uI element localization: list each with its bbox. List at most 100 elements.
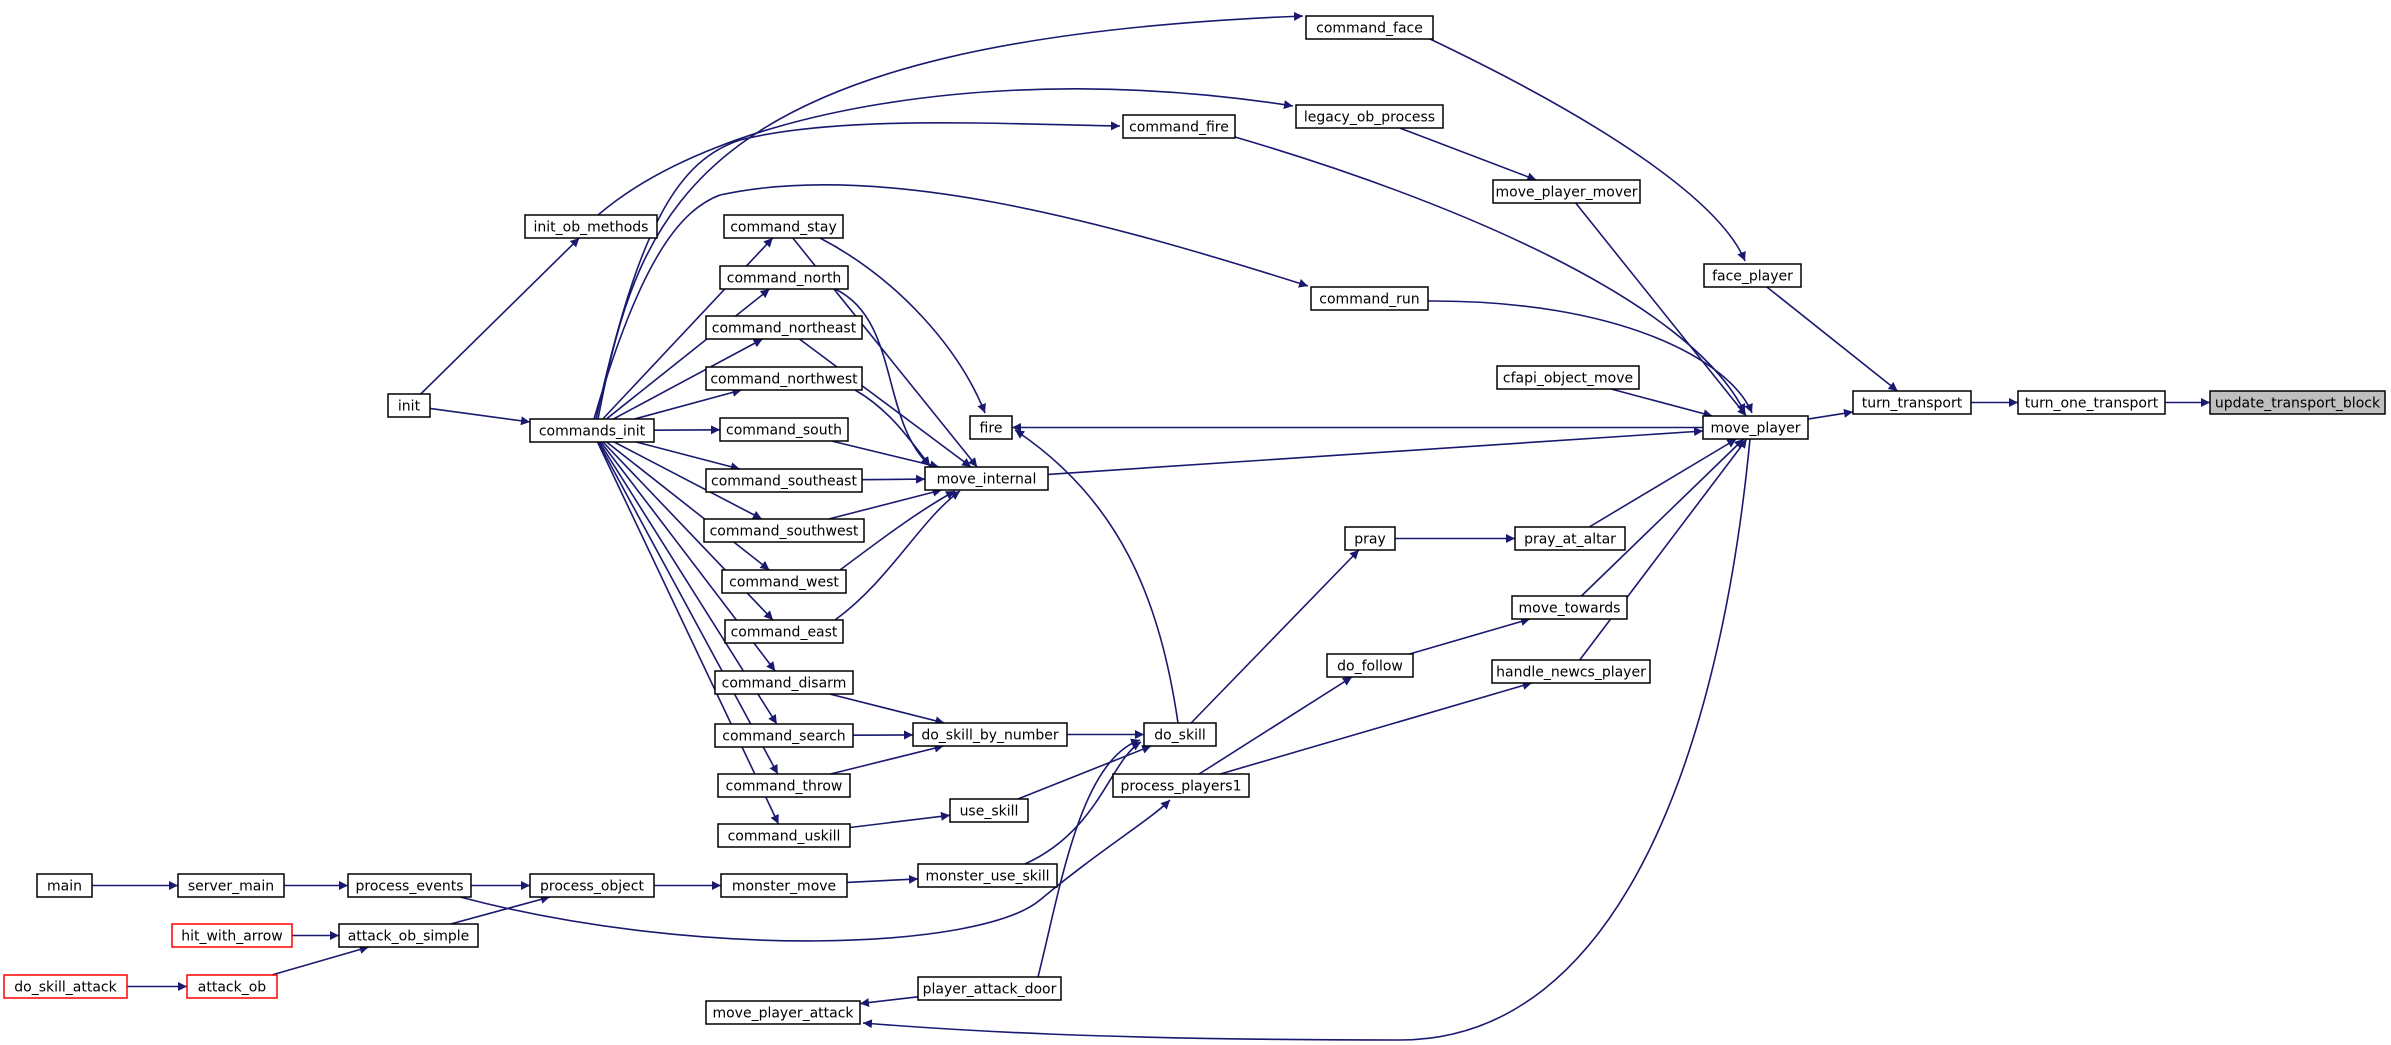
nodes-layer: update_transport_block turn_one_transport… xyxy=(3,15,2386,1025)
node-fire[interactable]: fire xyxy=(969,415,1013,440)
node-init[interactable]: init xyxy=(387,393,431,418)
node-command_stay[interactable]: command_stay xyxy=(723,214,844,239)
node-pray[interactable]: pray xyxy=(1344,526,1396,551)
node-box xyxy=(705,468,863,493)
node-box xyxy=(705,315,863,340)
node-init_ob_methods[interactable]: init_ob_methods xyxy=(524,214,658,239)
edge-commands_init-to-command_northeast xyxy=(613,338,763,420)
node-label: command_fire xyxy=(1129,120,1229,136)
node-move_internal[interactable]: move_internal xyxy=(924,466,1049,491)
node-box xyxy=(1295,104,1444,129)
node-label: monster_move xyxy=(732,879,836,895)
node-label: move_internal xyxy=(937,472,1037,488)
edge-command_fire-to-move_player xyxy=(1234,136,1746,414)
node-command_north[interactable]: command_north xyxy=(719,265,849,290)
node-label: command_west xyxy=(729,575,839,591)
node-command_throw[interactable]: command_throw xyxy=(717,773,851,798)
edge-do_skill-to-pray xyxy=(1190,549,1360,724)
node-cfapi_object_move[interactable]: cfapi_object_move xyxy=(1496,365,1640,390)
node-label: do_skill_by_number xyxy=(921,728,1059,744)
node-command_fire[interactable]: command_fire xyxy=(1122,114,1236,139)
node-box xyxy=(1852,390,1972,415)
node-box xyxy=(949,798,1029,823)
node-box xyxy=(524,214,658,239)
node-command_west[interactable]: command_west xyxy=(721,569,847,594)
edge-command_disarm-to-do_skill_by_number xyxy=(829,693,945,726)
edge-command_southwest-to-move_internal xyxy=(828,487,942,520)
node-server_main[interactable]: server_main xyxy=(177,873,285,898)
node-face_player[interactable]: face_player xyxy=(1703,263,1802,288)
node-label: command_run xyxy=(1319,292,1419,308)
node-attack_ob_simple[interactable]: attack_ob_simple xyxy=(338,923,479,948)
node-label: player_attack_door xyxy=(923,982,1057,998)
node-command_uskill[interactable]: command_uskill xyxy=(717,823,851,848)
node-box xyxy=(1305,15,1434,40)
node-do_follow[interactable]: do_follow xyxy=(1326,653,1414,678)
edge-cfapi_object_move-to-move_player xyxy=(1610,388,1713,419)
node-label: process_players1 xyxy=(1120,779,1241,795)
node-label: do_skill_attack xyxy=(14,980,117,996)
node-update_transport_block[interactable]: update_transport_block xyxy=(2209,390,2386,415)
edge-commands_init-to-command_north xyxy=(605,288,771,420)
node-commands_init[interactable]: commands_init xyxy=(529,418,655,443)
node-process_object[interactable]: process_object xyxy=(529,873,655,898)
edge-process_players1-to-do_follow xyxy=(1198,676,1353,775)
node-do_skill_by_number[interactable]: do_skill_by_number xyxy=(912,722,1068,747)
node-box xyxy=(912,722,1068,747)
node-do_skill_attack[interactable]: do_skill_attack xyxy=(3,974,128,999)
edge-commands_init-to-command_uskill xyxy=(596,441,780,825)
node-command_east[interactable]: command_east xyxy=(724,619,844,644)
node-main[interactable]: main xyxy=(36,873,93,898)
node-process_players1[interactable]: process_players1 xyxy=(1112,773,1250,798)
node-command_southwest[interactable]: command_southwest xyxy=(703,518,865,543)
node-box xyxy=(1326,653,1414,678)
node-label: hit_with_arrow xyxy=(181,929,283,945)
node-attack_ob[interactable]: attack_ob xyxy=(186,974,278,999)
node-command_south[interactable]: command_south xyxy=(719,417,849,442)
node-command_northeast[interactable]: command_northeast xyxy=(705,315,863,340)
edge-move_towards-to-move_player xyxy=(1580,438,1745,597)
node-move_player_attack[interactable]: move_player_attack xyxy=(705,1000,861,1025)
node-box xyxy=(3,974,128,999)
node-command_disarm[interactable]: command_disarm xyxy=(714,670,854,695)
node-move_towards[interactable]: move_towards xyxy=(1511,595,1628,620)
node-process_events[interactable]: process_events xyxy=(347,873,472,898)
node-monster_move[interactable]: monster_move xyxy=(720,873,848,898)
node-command_run[interactable]: command_run xyxy=(1310,286,1429,311)
edges-layer xyxy=(92,11,2210,1041)
edge-command_run-to-move_player xyxy=(1427,300,1753,414)
node-monster_use_skill[interactable]: monster_use_skill xyxy=(917,863,1058,888)
edge-do_follow-to-move_towards xyxy=(1409,617,1531,655)
edge-commands_init-to-command_fire xyxy=(595,121,1121,420)
node-legacy_ob_process[interactable]: legacy_ob_process xyxy=(1295,104,1444,129)
node-label: process_events xyxy=(356,879,464,895)
node-handle_newcs_player[interactable]: handle_newcs_player xyxy=(1491,659,1651,684)
node-command_face[interactable]: command_face xyxy=(1305,15,1434,40)
node-box xyxy=(714,670,854,695)
node-label: command_east xyxy=(731,625,838,641)
node-command_northwest[interactable]: command_northwest xyxy=(705,366,863,391)
node-hit_with_arrow[interactable]: hit_with_arrow xyxy=(171,923,293,948)
node-do_skill[interactable]: do_skill xyxy=(1143,722,1217,747)
node-turn_one_transport[interactable]: turn_one_transport xyxy=(2017,390,2166,415)
node-label: command_north xyxy=(727,271,841,287)
node-box xyxy=(723,214,844,239)
node-command_search[interactable]: command_search xyxy=(714,723,854,748)
node-box xyxy=(703,518,865,543)
node-box xyxy=(721,569,847,594)
node-pray_at_altar[interactable]: pray_at_altar xyxy=(1514,526,1626,551)
edge-move_player_mover-to-move_player xyxy=(1575,202,1747,417)
node-player_attack_door[interactable]: player_attack_door xyxy=(917,976,1062,1001)
node-box xyxy=(705,1000,861,1025)
edge-commands_init-to-command_west xyxy=(606,441,770,571)
node-label: do_skill xyxy=(1154,728,1206,744)
node-turn_transport[interactable]: turn_transport xyxy=(1852,390,1972,415)
node-move_player_mover[interactable]: move_player_mover xyxy=(1492,179,1641,204)
node-box xyxy=(924,466,1049,491)
node-label: command_southeast xyxy=(711,474,857,490)
node-label: attack_ob xyxy=(198,980,267,996)
node-box xyxy=(529,418,655,443)
node-command_southeast[interactable]: command_southeast xyxy=(705,468,863,493)
node-move_player[interactable]: move_player xyxy=(1702,415,1809,440)
node-use_skill[interactable]: use_skill xyxy=(949,798,1029,823)
